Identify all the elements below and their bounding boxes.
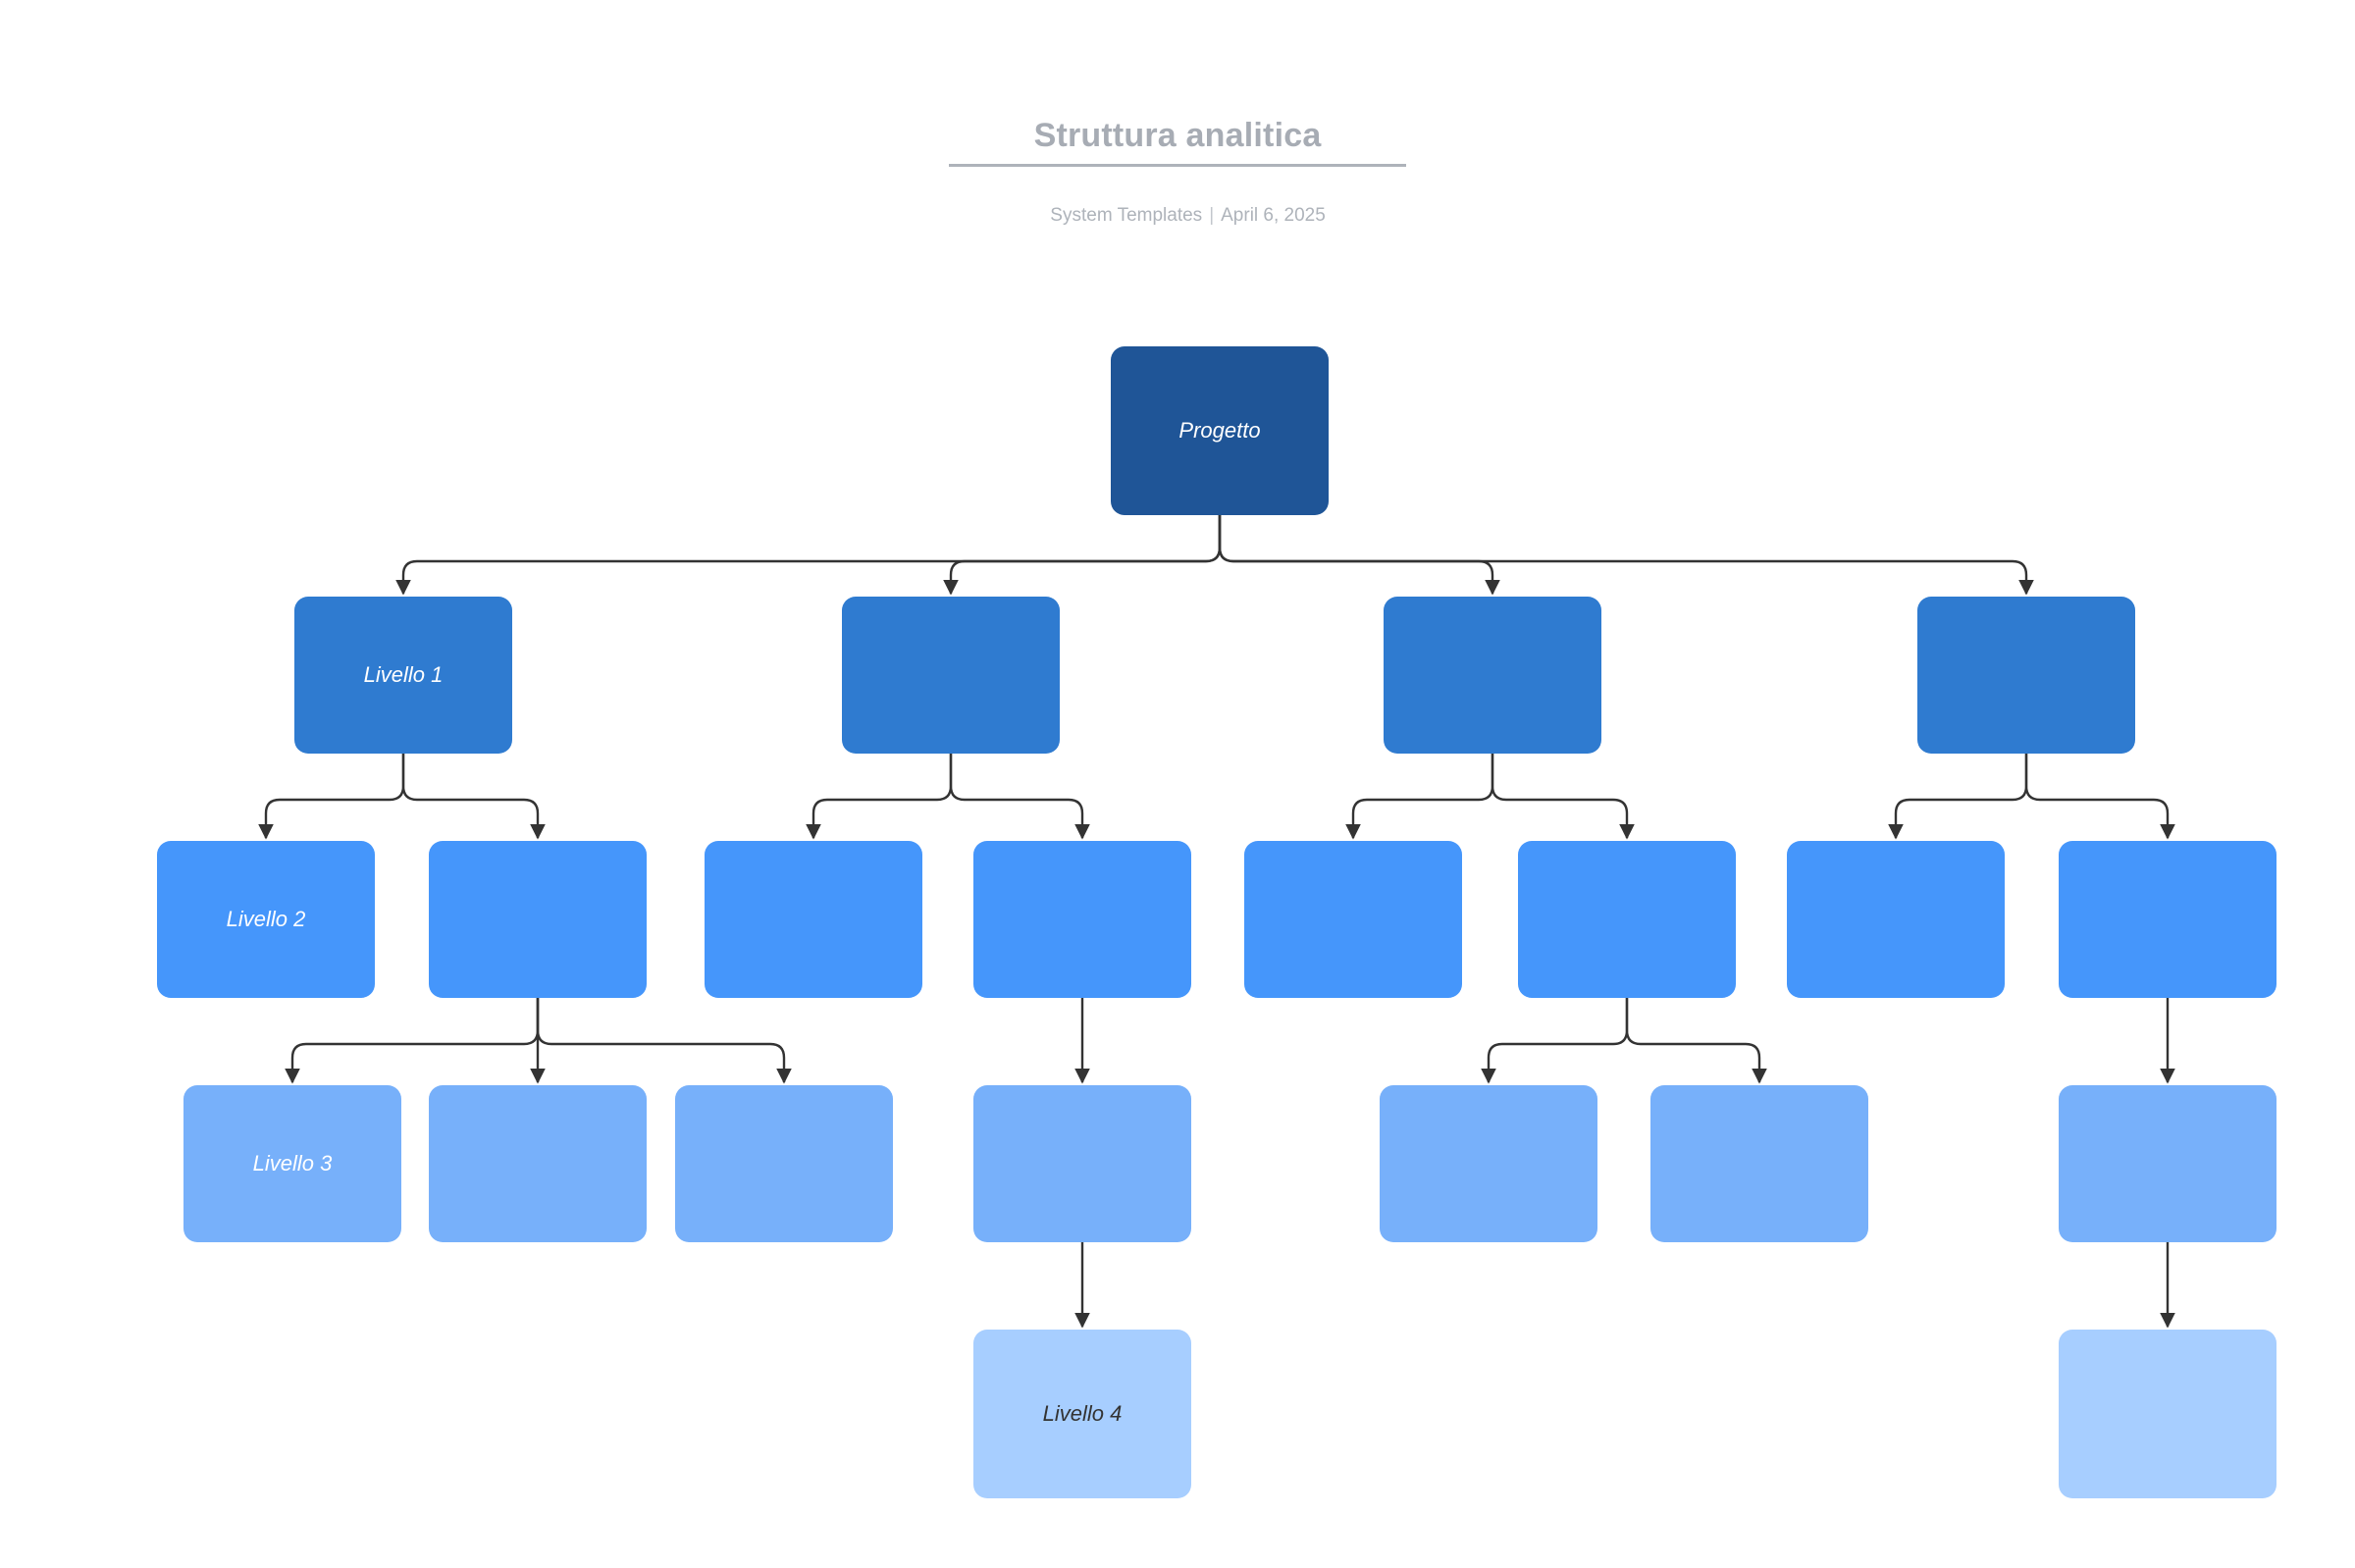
document-subtitle: System Templates | April 6, 2025 [0, 181, 2355, 251]
connector-arrow [536, 998, 792, 1084]
subtitle-separator: | [1209, 205, 1215, 226]
wbs-node[interactable] [1384, 597, 1601, 754]
subtitle-date: April 6, 2025 [1221, 205, 1326, 226]
wbs-node[interactable] [1917, 597, 2135, 754]
connector-arrow [1491, 754, 1635, 840]
wbs-node-livello-3[interactable]: Livello 3 [183, 1085, 401, 1242]
wbs-node[interactable] [2059, 1330, 2276, 1498]
connector-arrow [258, 754, 405, 840]
connector-arrow [1625, 998, 1767, 1084]
wbs-node[interactable] [1244, 841, 1462, 998]
wbs-node[interactable] [2059, 1085, 2276, 1242]
connector-arrow [401, 754, 546, 840]
document-header: Struttura analitica System Templates | Apr… [0, 0, 2355, 251]
connector-arrow [2024, 754, 2175, 840]
wbs-node[interactable] [705, 841, 922, 998]
wbs-node[interactable] [1380, 1085, 1597, 1242]
wbs-node-label: Progetto [1178, 418, 1261, 443]
wbs-node[interactable] [973, 841, 1191, 998]
connector-arrow [943, 515, 1222, 596]
connector-arrow [1218, 515, 2034, 596]
wbs-node[interactable] [842, 597, 1060, 754]
wbs-node-livello-2[interactable]: Livello 2 [157, 841, 375, 998]
wbs-node[interactable] [1518, 841, 1736, 998]
wbs-node[interactable] [429, 1085, 647, 1242]
wbs-node-label: Livello 3 [252, 1151, 333, 1176]
wbs-node-label: Livello 4 [1042, 1401, 1123, 1426]
connector-arrow [1888, 754, 2028, 840]
connector-arrow [395, 515, 1222, 596]
wbs-node[interactable] [2059, 841, 2276, 998]
wbs-node[interactable] [675, 1085, 893, 1242]
wbs-node-livello-4[interactable]: Livello 4 [973, 1330, 1191, 1498]
connector-arrow [1481, 998, 1629, 1084]
connector-arrow [949, 754, 1090, 840]
wbs-node-progetto[interactable]: Progetto [1111, 346, 1329, 515]
subtitle-source: System Templates [1050, 205, 1203, 226]
wbs-node-label: Livello 2 [226, 907, 306, 931]
connector-arrow [285, 998, 540, 1084]
wbs-node[interactable] [973, 1085, 1191, 1242]
page-title: Struttura analitica [1033, 117, 1322, 154]
wbs-node[interactable] [1787, 841, 2005, 998]
wbs-node-livello-1[interactable]: Livello 1 [294, 597, 512, 754]
wbs-node[interactable] [429, 841, 647, 998]
wbs-node[interactable] [1650, 1085, 1868, 1242]
connector-arrow [806, 754, 953, 840]
wbs-node-label: Livello 1 [363, 662, 444, 687]
connector-arrow [1218, 515, 1500, 596]
title-underline-rule [949, 164, 1406, 167]
connector-arrow [1345, 754, 1494, 840]
